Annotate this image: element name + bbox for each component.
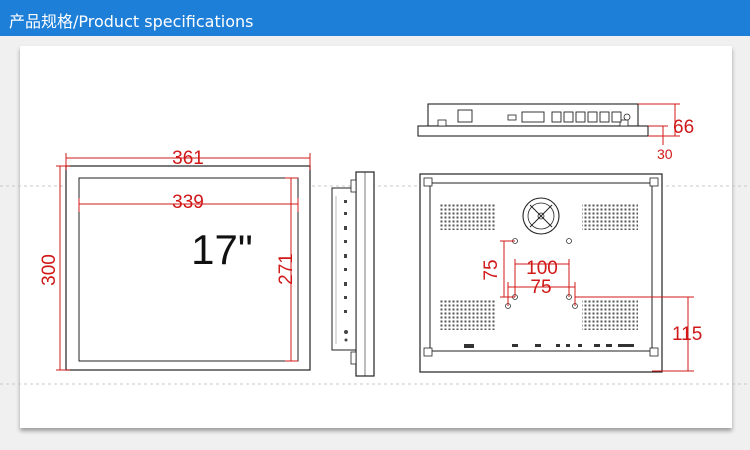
- front-screen: [78, 177, 299, 362]
- section-title: 产品规格/Product specifications: [9, 12, 254, 31]
- rear-vents: [440, 204, 638, 330]
- front-dimensions: [56, 153, 311, 371]
- top-view: [417, 103, 649, 137]
- dim-inner-width: 339: [172, 192, 204, 213]
- dim-depth-total: 66: [673, 117, 694, 138]
- side-view-ports: [344, 200, 348, 342]
- dim-mount-offset: 115: [672, 324, 702, 345]
- dim-vesa-vertical: 75: [481, 259, 502, 280]
- dim-vesa-small: 75: [530, 277, 551, 298]
- front-view: [65, 165, 311, 371]
- dim-depth-front: 30: [657, 146, 673, 162]
- top-dimensions: [638, 103, 680, 145]
- dim-outer-width: 361: [172, 148, 204, 169]
- section-header: 产品规格/Product specifications: [0, 0, 750, 36]
- side-view: [331, 171, 375, 377]
- dim-outer-height: 300: [39, 254, 60, 286]
- rear-dimensions: [500, 240, 694, 372]
- rear-port-markings: [464, 344, 634, 348]
- screen-size-label: 17": [191, 226, 253, 273]
- dim-vesa-large: 100: [526, 258, 558, 279]
- dim-inner-height: 271: [276, 253, 297, 285]
